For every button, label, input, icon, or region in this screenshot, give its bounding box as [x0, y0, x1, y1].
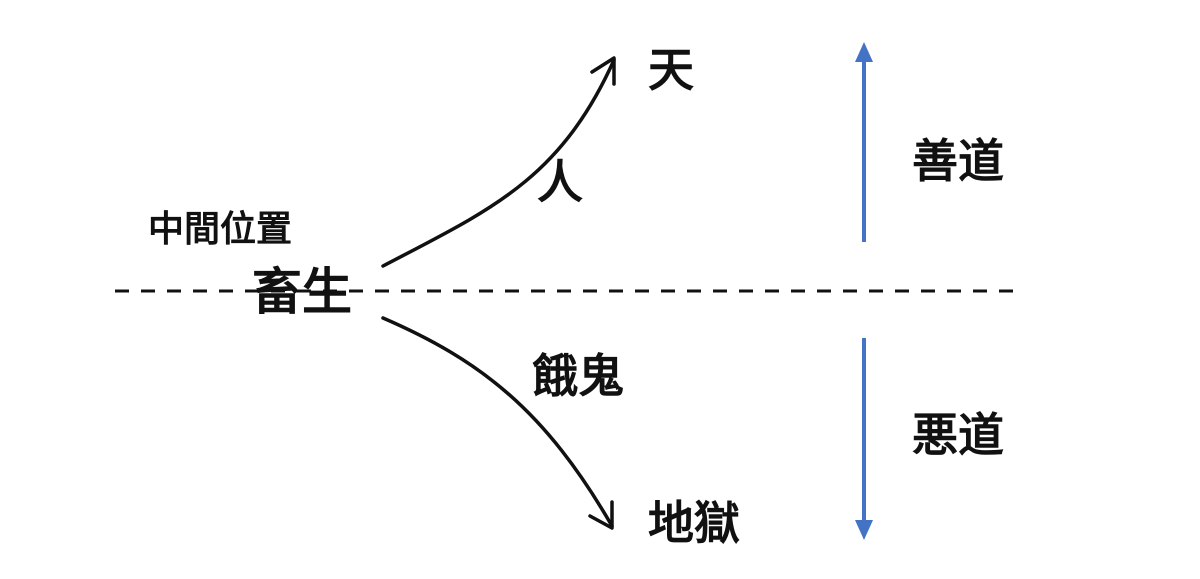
evil-path-label: 悪道 [912, 408, 1004, 462]
middle-position-label: 中間位置 [148, 209, 292, 250]
arrow-up-icon [855, 42, 873, 242]
curve-arrow-to-hell-head [588, 500, 614, 530]
good-path-label: 善道 [912, 134, 1004, 188]
human-realm-label: 人 [537, 155, 583, 209]
curve-arrow-to-heaven [381, 58, 616, 268]
curve-arrow-to-hell [381, 316, 614, 528]
animal-realm-label: 畜生 [252, 263, 352, 321]
curve-arrow-to-heaven-head [590, 56, 616, 86]
hungry-ghost-realm-label: 餓鬼 [532, 349, 624, 403]
hell-realm-label: 地獄 [648, 496, 740, 550]
heaven-realm-label: 天 [648, 43, 694, 97]
arrow-down-icon [855, 338, 873, 540]
